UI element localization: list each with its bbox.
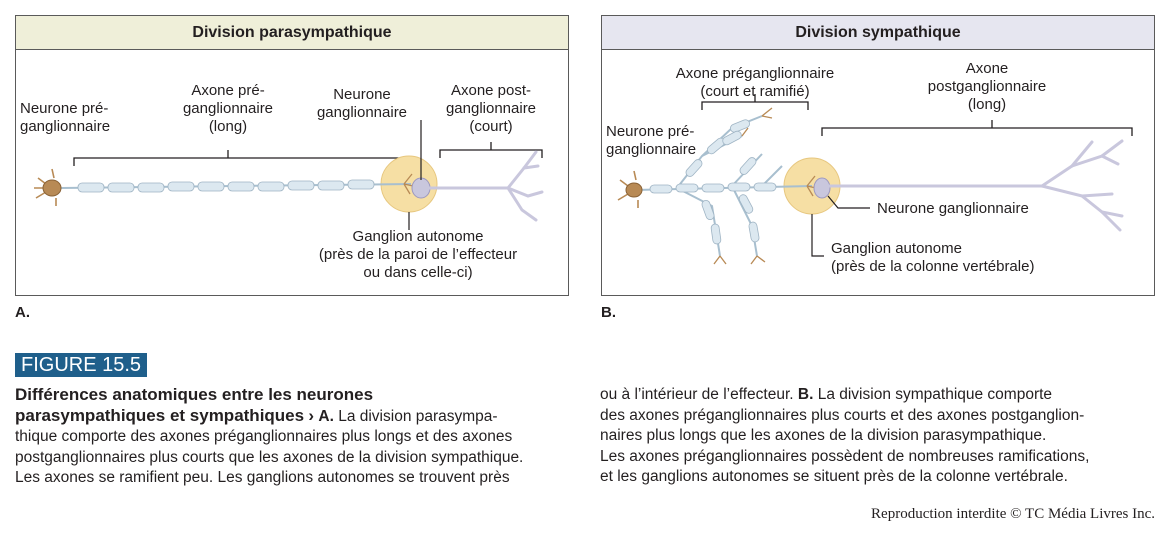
ganglionic-neuron-b xyxy=(813,177,831,199)
caption-title-line-2: parasympathiques et sympathiques › A. La… xyxy=(15,405,498,425)
postganglionic-axon-a xyxy=(426,150,544,222)
myelin-sheath-a xyxy=(77,179,375,193)
label-ganglionic-neuron-a: Neurone ganglionnaire xyxy=(316,86,408,121)
figure-number-badge: FIGURE 15.5 xyxy=(15,353,148,377)
caption-line: ou à l’intérieur de l’effecteur. B. La d… xyxy=(600,386,1053,403)
figure-caption-right: ou à l’intérieur de l’effecteur. B. La d… xyxy=(600,385,1155,488)
panel-a: Division parasympathique xyxy=(15,15,569,296)
ganglion-pointer-b xyxy=(811,214,824,257)
caption-title-line-1: Différences anatomiques entre les neuron… xyxy=(15,385,374,404)
panel-b-letter: B. xyxy=(601,304,616,321)
panel-b: Division sympathique xyxy=(601,15,1155,296)
ganglionic-neuron-pointer-b xyxy=(827,195,870,209)
label-preganglionic-axon-b: Axone préganglionnaire (court et ramifié… xyxy=(675,65,835,100)
caption-line: Les axones préganglionnaires possèdent d… xyxy=(600,447,1090,465)
label-autonomic-ganglion-a: Ganglion autonome (près de la paroi de l… xyxy=(318,228,518,281)
postganglionic-axon-bracket xyxy=(439,142,543,158)
label-preganglionic-neuron-a: Neurone pré- ganglionnaire xyxy=(20,100,111,135)
caption-line: et les ganglions autonomes se situent pr… xyxy=(600,468,1068,485)
copyright-credit: Reproduction interdite © TC Média Livres… xyxy=(871,506,1155,522)
caption-line: postganglionnaires plus courts que les a… xyxy=(15,448,524,466)
label-postganglionic-axon-b: Axone postganglionnaire (long) xyxy=(927,60,1047,113)
label-autonomic-ganglion-b: Ganglion autonome (près de la colonne ve… xyxy=(831,240,1035,275)
label-preganglionic-neuron-b: Neurone pré- ganglionnaire xyxy=(606,123,697,158)
panel-a-header: Division parasympathique xyxy=(16,16,568,50)
caption-line: thique comporte des axones préganglionna… xyxy=(15,428,513,445)
label-postganglionic-axon-a: Axone post- ganglionnaire (court) xyxy=(445,82,537,135)
preganglionic-axon-bracket xyxy=(73,150,407,166)
preganglionic-neuron-a xyxy=(34,168,62,206)
parasympathetic-diagram xyxy=(34,120,544,230)
caption-line: des axones préganglionnaires plus courts… xyxy=(600,406,1085,424)
panel-b-header: Division sympathique xyxy=(602,16,1154,50)
postganglionic-axon-bracket-b xyxy=(821,120,1133,136)
postganglionic-axon-b xyxy=(826,139,1124,232)
caption-line: naires plus longs que les axones de la d… xyxy=(600,427,1047,444)
panel-a-letter: A. xyxy=(15,304,30,321)
caption-line: Les axones se ramifient peu. Les ganglio… xyxy=(15,469,510,486)
figure-caption-left: Différences anatomiques entre les neuron… xyxy=(15,385,585,489)
preganglionic-axon-bracket-b xyxy=(701,94,809,110)
sympathetic-diagram xyxy=(617,94,1133,265)
myelin-sheath-b xyxy=(649,119,777,245)
caption-arrow-icon: › xyxy=(308,405,315,425)
label-preganglionic-axon-a: Axone pré- ganglionnaire (long) xyxy=(182,82,274,135)
preganglionic-neuron-b xyxy=(617,170,643,208)
label-ganglionic-neuron-b: Neurone ganglionnaire xyxy=(877,200,1029,217)
